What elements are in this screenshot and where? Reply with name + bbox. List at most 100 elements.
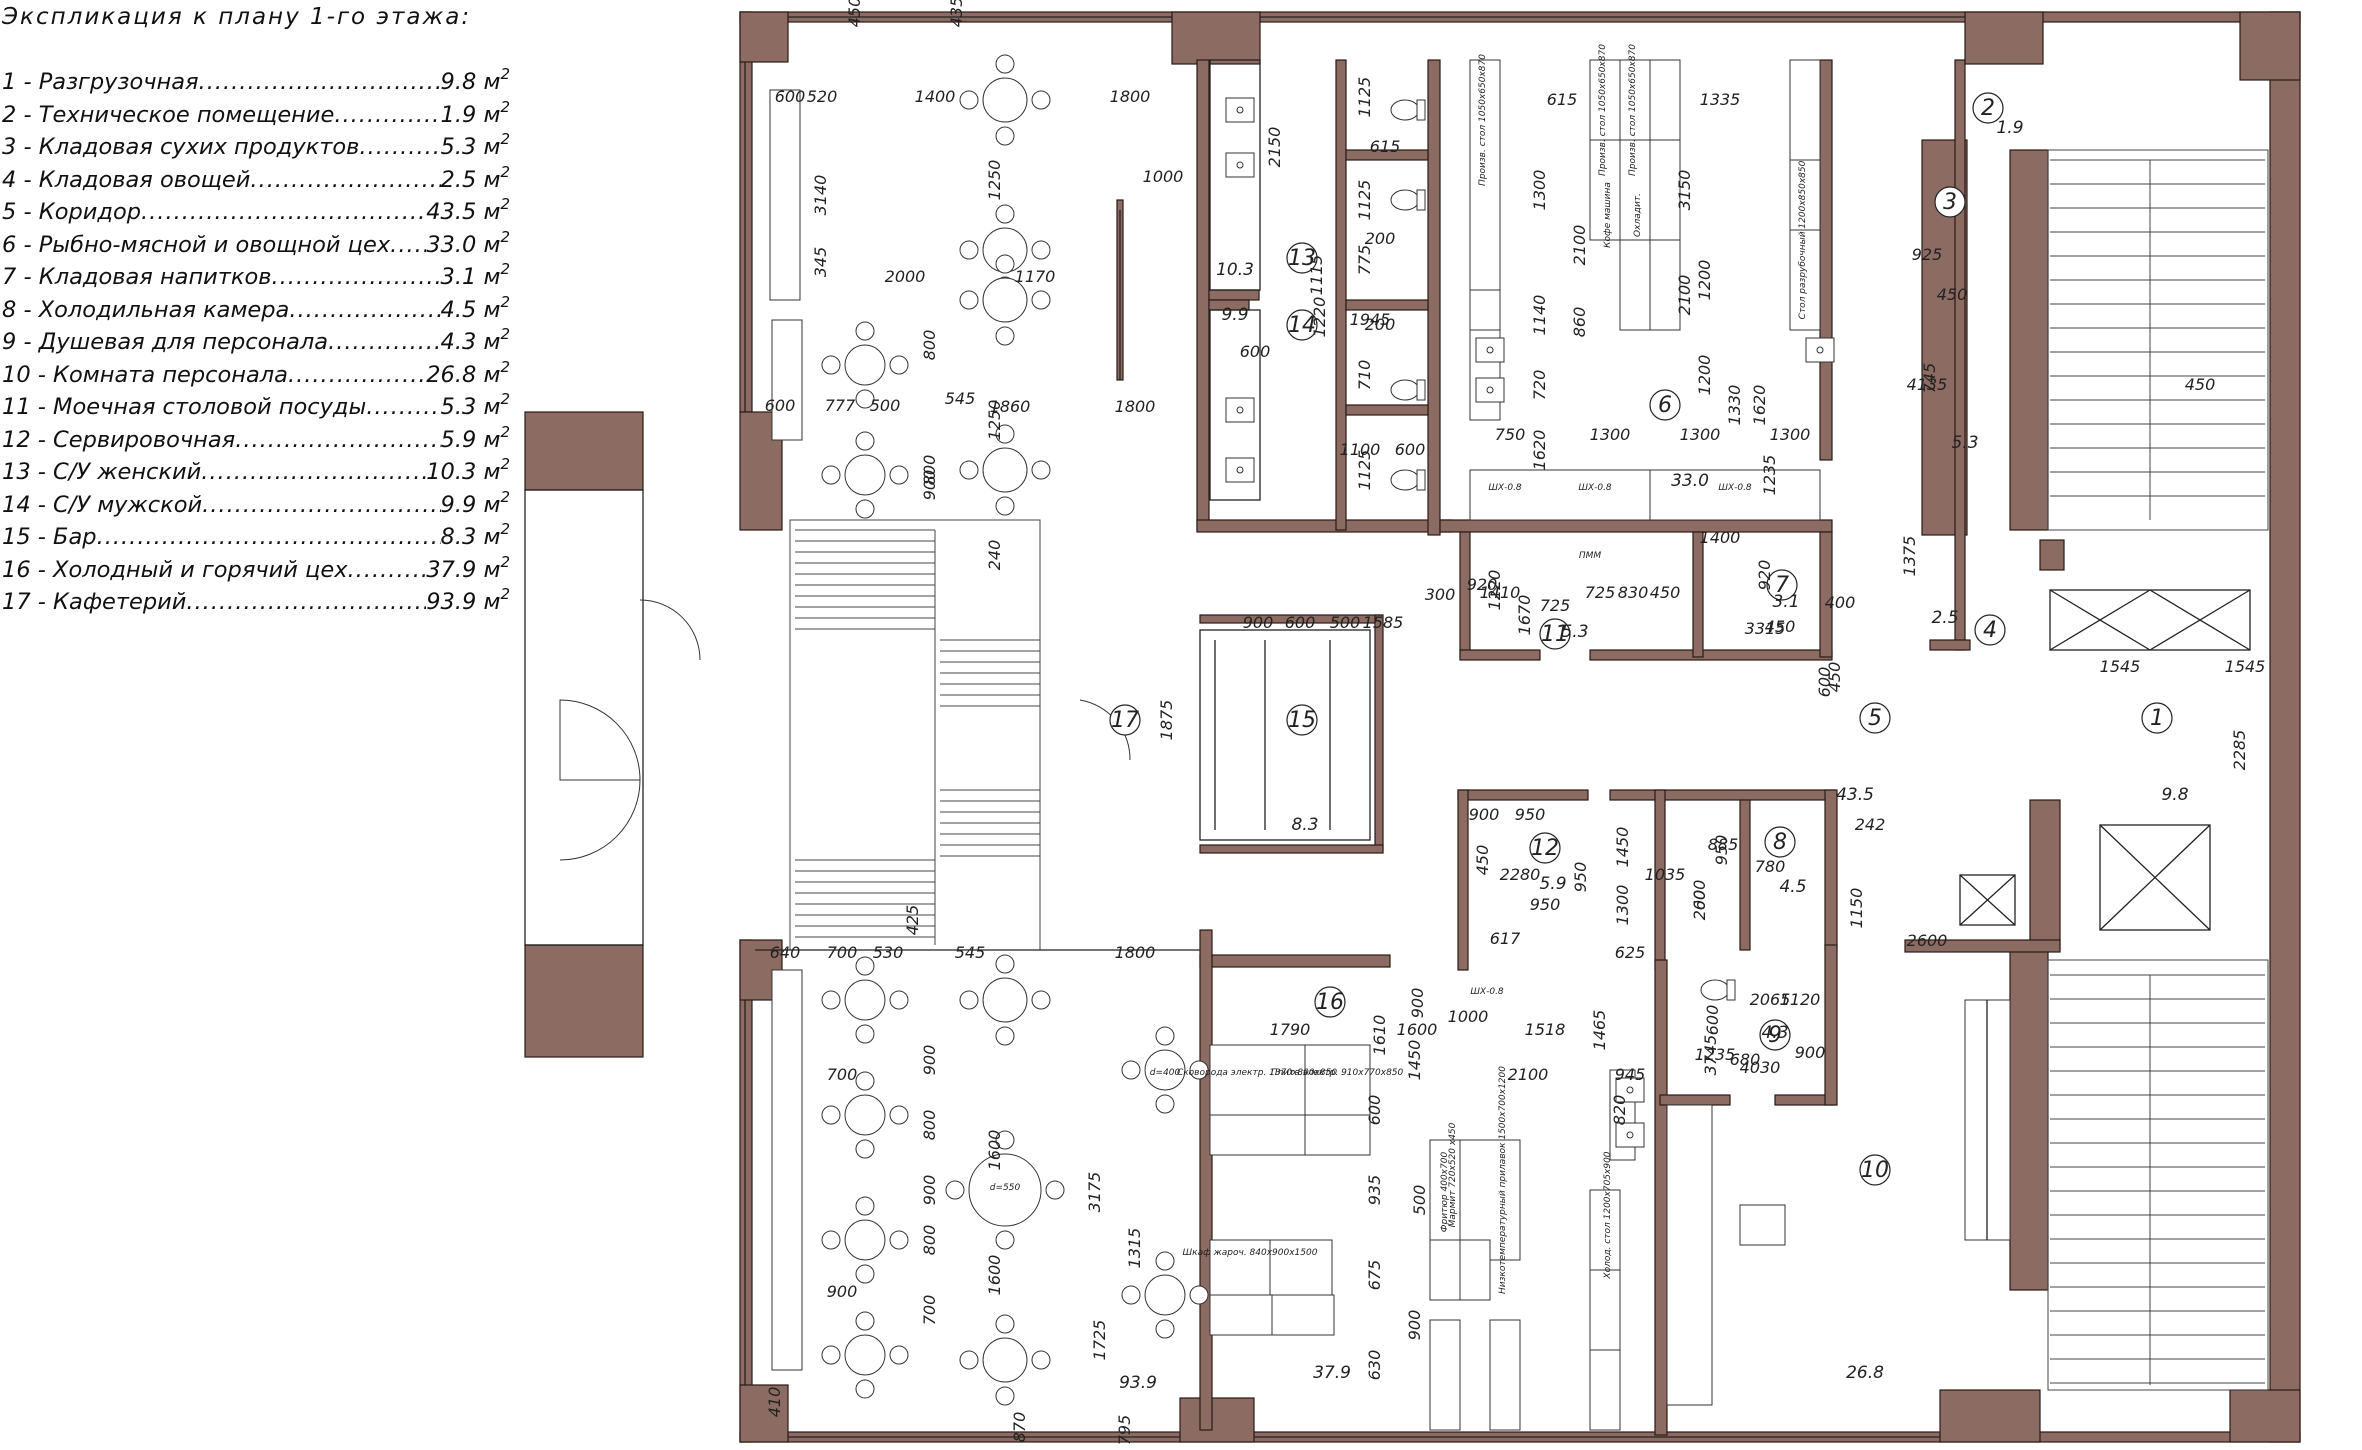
dimension-label: 300 bbox=[1425, 585, 1456, 604]
equipment-label: Холод. стол 1200х705х900 bbox=[1603, 1151, 1613, 1279]
legend-row: 10 - Комната персонала26.8 м2 bbox=[0, 359, 510, 392]
dimension-label: 345 bbox=[811, 247, 830, 278]
dimension-label: 900 bbox=[920, 470, 939, 501]
dimension-label: 545 bbox=[955, 943, 986, 962]
dimension-label: 3175 bbox=[1085, 1172, 1104, 1213]
kitchen-equipment bbox=[1209, 59, 2011, 1431]
dimension-label: 1800 bbox=[1115, 397, 1156, 416]
dimension-label: 450 bbox=[1650, 583, 1681, 602]
legend-room-label: 10 - Комната персонала bbox=[2, 361, 288, 388]
dimension-label: 900 bbox=[1469, 805, 1500, 824]
loading-area-racks bbox=[2049, 589, 2251, 651]
legend-room-label: 4 - Кладовая овощей bbox=[2, 166, 251, 193]
dimension-label: 450 bbox=[2185, 375, 2216, 394]
legend-row: 5 - Коридор43.5 м2 bbox=[0, 196, 510, 229]
legend-row: 2 - Техническое помещение1.9 м2 bbox=[0, 99, 510, 132]
wall bbox=[1589, 649, 1833, 661]
column bbox=[524, 944, 644, 1058]
sink bbox=[1475, 377, 1505, 403]
equipment-label: Сковорода электр. 1370х800х850 bbox=[1177, 1068, 1337, 1078]
room-area: 5.9 bbox=[1539, 874, 1566, 894]
room-number: 9 bbox=[1768, 1023, 1782, 1048]
legend-room-area: 4.3 м2 bbox=[440, 325, 510, 356]
column bbox=[2039, 539, 2065, 571]
sink bbox=[1225, 152, 1255, 178]
wall bbox=[1345, 404, 1429, 416]
dimension-label: 410 bbox=[765, 1387, 784, 1418]
bar-counter bbox=[1199, 629, 1371, 841]
equipment-label: Низкотемпературный прилавок 1500х700х120… bbox=[1498, 1066, 1508, 1294]
dimension-label: 720 bbox=[1530, 370, 1549, 401]
dimension-label: 450 bbox=[1473, 845, 1492, 876]
dining-table bbox=[1121, 1026, 1209, 1114]
entrance-vestibule bbox=[524, 489, 1131, 946]
dimension-label: 1125 bbox=[1355, 180, 1374, 221]
dimension-label: 935 bbox=[1365, 1175, 1384, 1206]
column bbox=[2239, 11, 2301, 81]
column bbox=[2229, 1389, 2301, 1443]
room-number: 3 bbox=[1943, 190, 1957, 215]
room-marker-1: 19.8 bbox=[2141, 702, 2189, 805]
dimension-label: 1000 bbox=[1448, 1007, 1489, 1026]
sink bbox=[1615, 1077, 1645, 1103]
legend-row: 7 - Кладовая напитков3.1 м2 bbox=[0, 261, 510, 294]
dimension-label: 900 bbox=[1408, 988, 1427, 1019]
toilet-fixture bbox=[1390, 99, 1426, 121]
dimension-label: 1100 bbox=[1340, 440, 1381, 459]
room-area: 5.3 bbox=[1951, 433, 1978, 453]
equipment-label: d=400 bbox=[1150, 1068, 1181, 1078]
legend-row: 1 - Разгрузочная 9.8 м2 bbox=[0, 66, 510, 99]
dimension-label: 1450 bbox=[1613, 827, 1632, 868]
column bbox=[2029, 799, 2061, 951]
dimension-label: 600 bbox=[1815, 667, 1834, 698]
dimension-label: 600 bbox=[1690, 880, 1709, 911]
dimension-label: 1518 bbox=[1525, 1020, 1566, 1039]
legend-row: 9 - Душевая для персонала 4.3 м2 bbox=[0, 326, 510, 359]
dimension-label: 1670 bbox=[1515, 595, 1534, 636]
dimension-label: 700 bbox=[827, 943, 858, 962]
dimension-label: 1170 bbox=[1015, 267, 1056, 286]
wall bbox=[1692, 531, 1704, 658]
room-number: 1 bbox=[2150, 706, 2164, 731]
dimension-label: 945 bbox=[1615, 1065, 1646, 1084]
legend-room-label: 14 - С/У мужской bbox=[2, 491, 203, 518]
dimension-label: 1200 bbox=[1695, 260, 1714, 301]
dimension-label: 710 bbox=[1355, 360, 1374, 391]
legend-room-label: 8 - Холодильная камера bbox=[2, 296, 290, 323]
dining-table bbox=[959, 954, 1051, 1046]
dimension-label: 1300 bbox=[1770, 425, 1811, 444]
legend-row: 4 - Кладовая овощей2.5 м2 bbox=[0, 164, 510, 197]
legend-room-label: 1 - Разгрузочная bbox=[2, 69, 199, 95]
stairs-right-bottom bbox=[2047, 959, 2269, 1391]
equipment-label: ШХ-0.8 bbox=[1578, 483, 1612, 493]
wall bbox=[1459, 531, 1471, 658]
legend-room-label: 15 - Бар bbox=[2, 524, 97, 550]
dimension-label: 400 bbox=[1825, 593, 1856, 612]
dimension-label: 1125 bbox=[1355, 77, 1374, 118]
legend-room-area: 9.8 м2 bbox=[440, 65, 510, 96]
toilet-fixture bbox=[1390, 469, 1426, 491]
legend-room-label: 9 - Душевая для персонала bbox=[2, 329, 329, 355]
wall bbox=[1196, 59, 1210, 531]
room-number: 2 bbox=[1981, 96, 1995, 121]
wall bbox=[1659, 1094, 1731, 1106]
dimension-label: 900 bbox=[1405, 1310, 1424, 1341]
equipment-label: Произв. стол 1050х650х870 bbox=[1598, 44, 1608, 176]
room-area: 8.3 bbox=[1291, 815, 1318, 835]
dimension-label: 1120 bbox=[1780, 990, 1821, 1009]
dimension-label: 1450 bbox=[1405, 1040, 1424, 1081]
room-area: 9.8 bbox=[2161, 785, 2188, 805]
dimension-label: 500 bbox=[870, 396, 901, 415]
bar-wall bbox=[1199, 844, 1384, 854]
dimension-label: 1465 bbox=[1590, 1010, 1609, 1051]
dimension-label: 500 bbox=[1410, 1185, 1429, 1216]
equipment-label: Мармит 720х520 х450 bbox=[1448, 1122, 1458, 1227]
legend-room-label: 6 - Рыбно-мясной и овощной цех bbox=[2, 231, 391, 258]
legend-room-label: 16 - Холодный и горячий цех bbox=[2, 556, 348, 583]
sink bbox=[1225, 97, 1255, 123]
wall bbox=[1345, 149, 1429, 161]
dimension-label: 1620 bbox=[1750, 385, 1769, 426]
dimension-label: 820 bbox=[1610, 1095, 1629, 1126]
